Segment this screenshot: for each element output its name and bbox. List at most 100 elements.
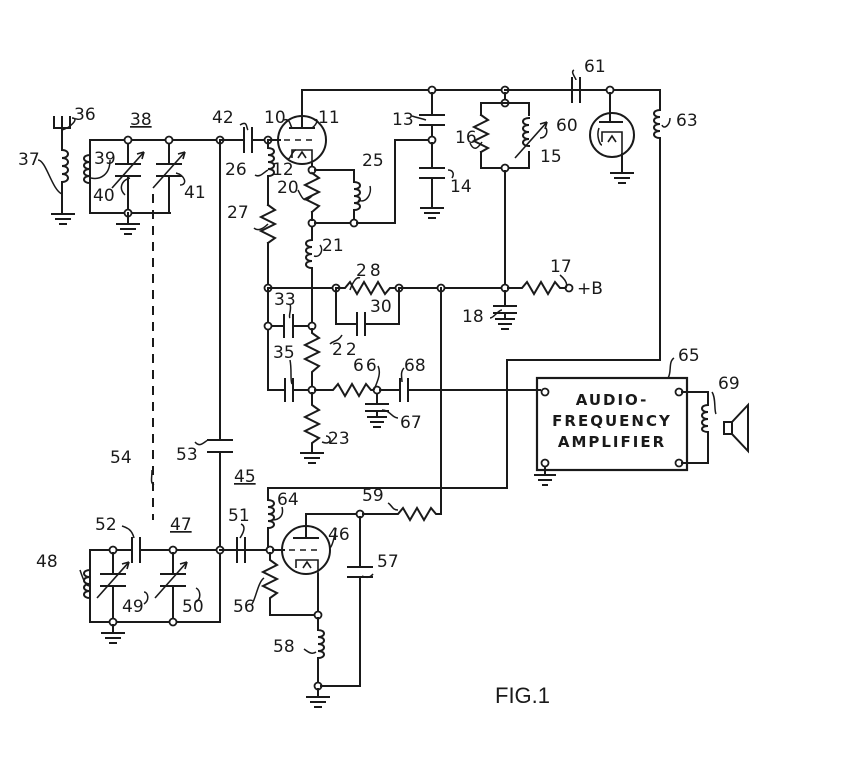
label-17: 17 — [550, 257, 572, 277]
ground-symbol — [51, 213, 75, 225]
resistor-28 — [335, 280, 400, 296]
label-11: 11 — [318, 108, 340, 128]
label-52: 52 — [95, 515, 117, 535]
variable-capacitor-49 — [96, 561, 130, 599]
wire — [89, 139, 221, 214]
label-18: 18 — [462, 307, 484, 327]
variable-capacitor-41 — [152, 151, 186, 189]
capacitor-42 — [243, 127, 253, 153]
capacitor-57 — [347, 566, 373, 578]
resistor-59 — [362, 287, 442, 522]
capacitor-13 — [419, 114, 445, 126]
coil-39 — [83, 153, 92, 185]
amplifier-label-line2: FREQUENCY — [552, 412, 672, 430]
diode-tube-60 — [589, 92, 635, 184]
capacitor-53 — [207, 439, 233, 453]
leader-line — [37, 69, 717, 654]
variable-capacitor-50 — [154, 561, 188, 599]
resistor-20 — [302, 171, 322, 214]
resistor-17 — [507, 280, 567, 296]
capacitor-18 — [493, 290, 517, 330]
label-56: 56 — [233, 597, 255, 617]
capacitor-14 — [419, 167, 445, 179]
resistor-27 — [258, 203, 278, 245]
wire — [314, 169, 355, 224]
antenna-36 — [53, 116, 71, 151]
coil-69-transformer — [701, 403, 710, 434]
tube-46 — [272, 513, 359, 575]
resistor-66 — [314, 382, 376, 398]
coil-25 — [352, 180, 361, 212]
label-66: 66 — [353, 356, 379, 376]
wire — [112, 552, 174, 623]
label-26: 26 — [225, 160, 247, 180]
capacitor-30 — [356, 312, 366, 336]
ground-symbol — [116, 212, 140, 235]
label-27: 27 — [227, 203, 249, 223]
label-38: 38 — [130, 110, 152, 130]
supply-label: +B — [577, 279, 603, 299]
coil-63 — [653, 108, 662, 140]
amplifier-label-line1: AUDIO- — [576, 391, 649, 409]
coil-48 — [83, 568, 92, 600]
label-49: 49 — [122, 597, 144, 617]
resistor-56 — [260, 552, 319, 616]
amplifier-label-line3: AMPLIFIER — [558, 433, 666, 451]
label-14: 14 — [450, 177, 472, 197]
label-68: 68 — [404, 356, 426, 376]
resistor-16 — [471, 113, 491, 154]
wire — [335, 287, 400, 325]
label-10: 10 — [264, 108, 286, 128]
label-37: 37 — [18, 150, 40, 170]
coil-26 — [266, 146, 275, 178]
label-22: 22 — [332, 340, 360, 360]
variable-capacitor-40 — [111, 151, 145, 189]
figure-title: FIG.1 — [495, 683, 550, 708]
label-36: 36 — [74, 105, 96, 125]
coil-37 — [60, 148, 69, 213]
label-61: 61 — [584, 57, 606, 77]
label-21: 21 — [322, 236, 344, 256]
label-60: 60 — [556, 116, 578, 136]
coil-64 — [266, 498, 275, 530]
label-50: 50 — [182, 597, 204, 617]
label-12: 12 — [272, 160, 294, 180]
label-69: 69 — [718, 374, 740, 394]
label-53: 53 — [176, 445, 198, 465]
label-25: 25 — [362, 151, 384, 171]
resistor-23 — [302, 392, 322, 453]
capacitor-67 — [365, 403, 389, 428]
resistor-22 — [302, 328, 322, 391]
label-51: 51 — [228, 506, 250, 526]
label-33: 33 — [274, 290, 296, 310]
label-23: 23 — [328, 429, 350, 449]
wire — [356, 139, 431, 224]
ground-symbol — [101, 624, 125, 644]
label-15: 15 — [540, 147, 562, 167]
wire — [127, 139, 170, 214]
label-58: 58 — [273, 637, 295, 657]
label-54: 54 — [110, 448, 132, 468]
label-16: 16 — [455, 128, 477, 148]
label-46: 46 — [328, 525, 350, 545]
capacitor-33 — [283, 314, 294, 338]
label-45: 45 — [234, 467, 256, 487]
label-63: 63 — [676, 111, 698, 131]
label-65: 65 — [678, 346, 700, 366]
capacitor-52 — [131, 537, 141, 563]
label-42: 42 — [212, 108, 234, 128]
wire — [219, 139, 245, 551]
label-28: 28 — [356, 261, 384, 281]
label-57: 57 — [377, 552, 399, 572]
coil-21 — [305, 238, 314, 270]
label-67: 67 — [400, 413, 422, 433]
wire — [681, 391, 709, 464]
label-40: 40 — [93, 186, 115, 206]
label-47: 47 — [170, 515, 192, 535]
label-39: 39 — [94, 149, 116, 169]
label-64: 64 — [277, 490, 299, 510]
ground-symbol — [300, 452, 324, 464]
wire — [267, 137, 661, 489]
label-13: 13 — [392, 110, 414, 130]
